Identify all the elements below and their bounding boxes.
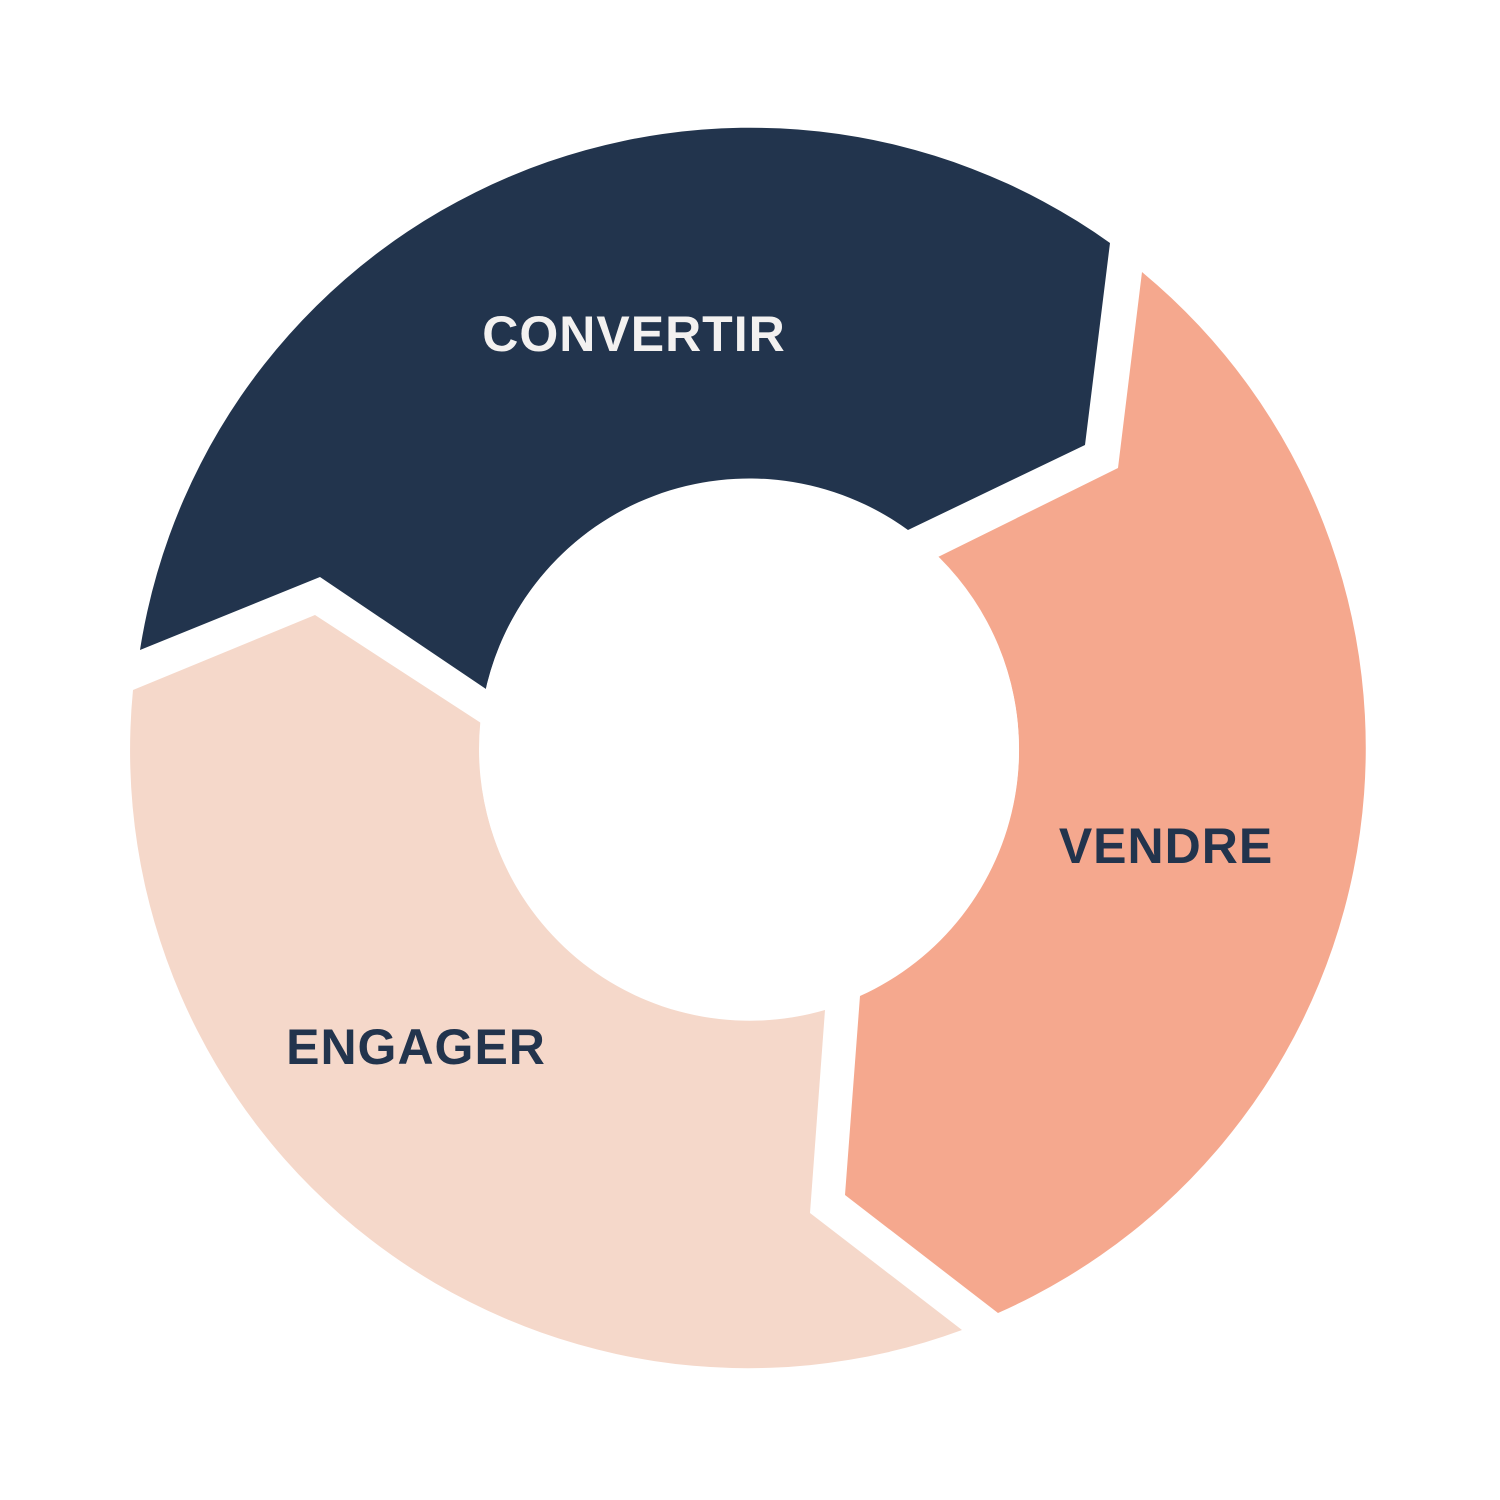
center-hole [479,479,1019,1019]
segment-vendre [845,272,1366,1313]
label-convertir: CONVERTIR [482,306,785,362]
label-engager: ENGAGER [286,1019,546,1075]
segment-engager [130,615,962,1369]
label-vendre: VENDRE [1059,818,1273,874]
segment-convertir [140,127,1110,690]
